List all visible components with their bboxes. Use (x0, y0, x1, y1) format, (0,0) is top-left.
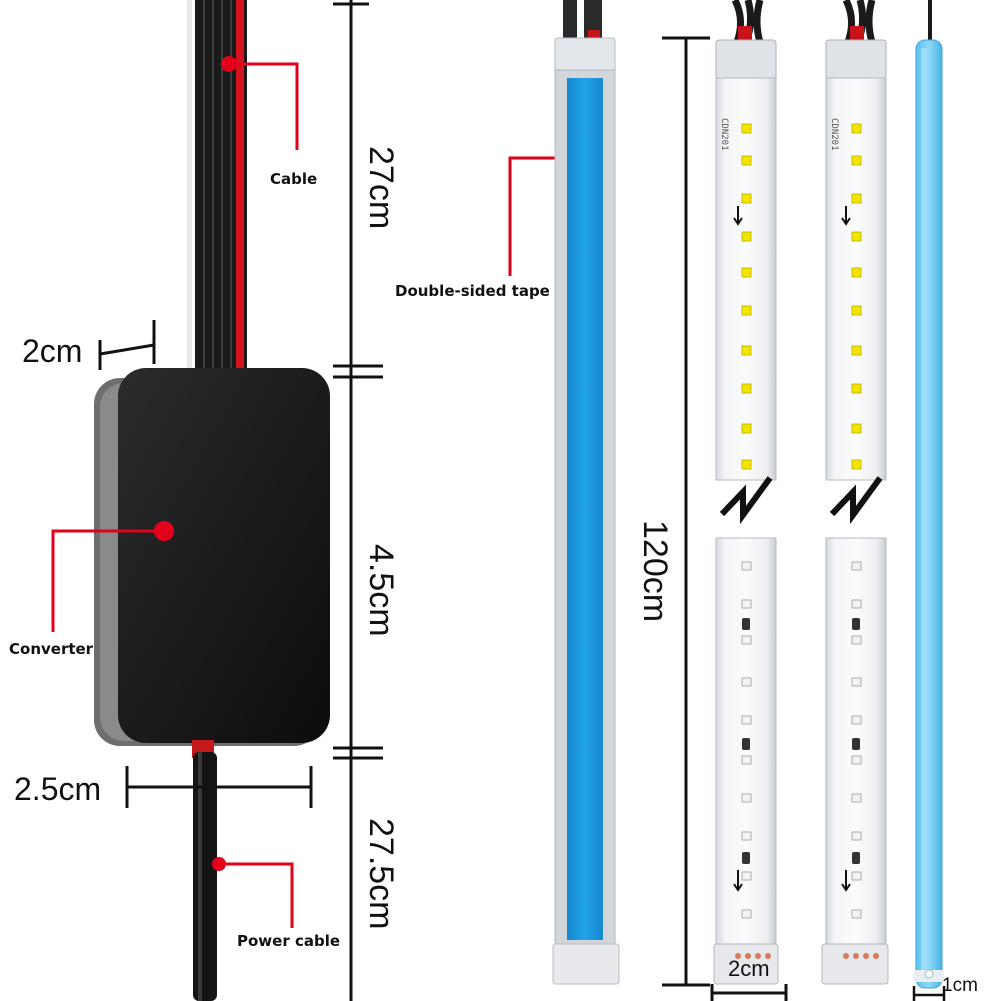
led-strip-2-arrows (841, 206, 851, 892)
led-strip-1-arrows (733, 206, 743, 892)
converter-length-dimension: 4.5cm (362, 544, 400, 637)
led-strip-1 (713, 0, 779, 985)
power-cable-marker (219, 862, 294, 928)
break-symbol-1 (719, 476, 773, 525)
converter-marker (51, 529, 164, 632)
led-strip-1-resistors (742, 618, 750, 864)
break-symbol-2 (829, 476, 883, 525)
led-strip-2-bottom-leds (851, 561, 862, 919)
power-cable (193, 752, 217, 1001)
strip-length-line (662, 36, 710, 987)
cable-length-dimension: 27cm (362, 146, 400, 230)
led-strip-2-resistors (852, 618, 860, 864)
converter-width-dimension: 2.5cm (14, 771, 102, 807)
left-dimension-line (333, 0, 383, 1001)
strip-length-dimension: 120cm (636, 520, 674, 623)
strip-width-dimension: 2cm (728, 956, 770, 981)
cable-marker (229, 62, 299, 150)
cable-width-dimension: 2cm (22, 333, 83, 369)
thin-strip (914, 0, 944, 989)
converter-box (94, 368, 330, 758)
power-cable-label: Power cable (237, 932, 341, 950)
cable-marker-dot (221, 56, 237, 72)
thin-strip-width-indicator (912, 986, 946, 1001)
strip-width-indicator (710, 984, 788, 1001)
strip-2-print: CDN201 (829, 118, 839, 151)
ribbon-cable (187, 0, 247, 370)
power-cable-marker-dot (212, 857, 226, 871)
led-strip-2-top-leds (851, 123, 862, 470)
converter-label: Converter (9, 640, 94, 658)
thin-strip-width-dimension: 1cm (942, 975, 978, 996)
tape-strip (552, 0, 620, 985)
converter-width-indicator (125, 766, 313, 808)
converter-marker-dot (154, 521, 174, 541)
led-strip-1-bottom-leds (741, 561, 752, 919)
led-strip-1-top-leds (741, 123, 752, 470)
tape-marker (508, 156, 566, 276)
power-cable-length-dimension: 27.5cm (362, 818, 400, 930)
cable-width-indicator (98, 320, 156, 370)
cable-label: Cable (270, 170, 318, 188)
double-sided-tape-label: Double-sided tape (395, 282, 550, 300)
strip-1-print: CDN201 (719, 118, 729, 151)
